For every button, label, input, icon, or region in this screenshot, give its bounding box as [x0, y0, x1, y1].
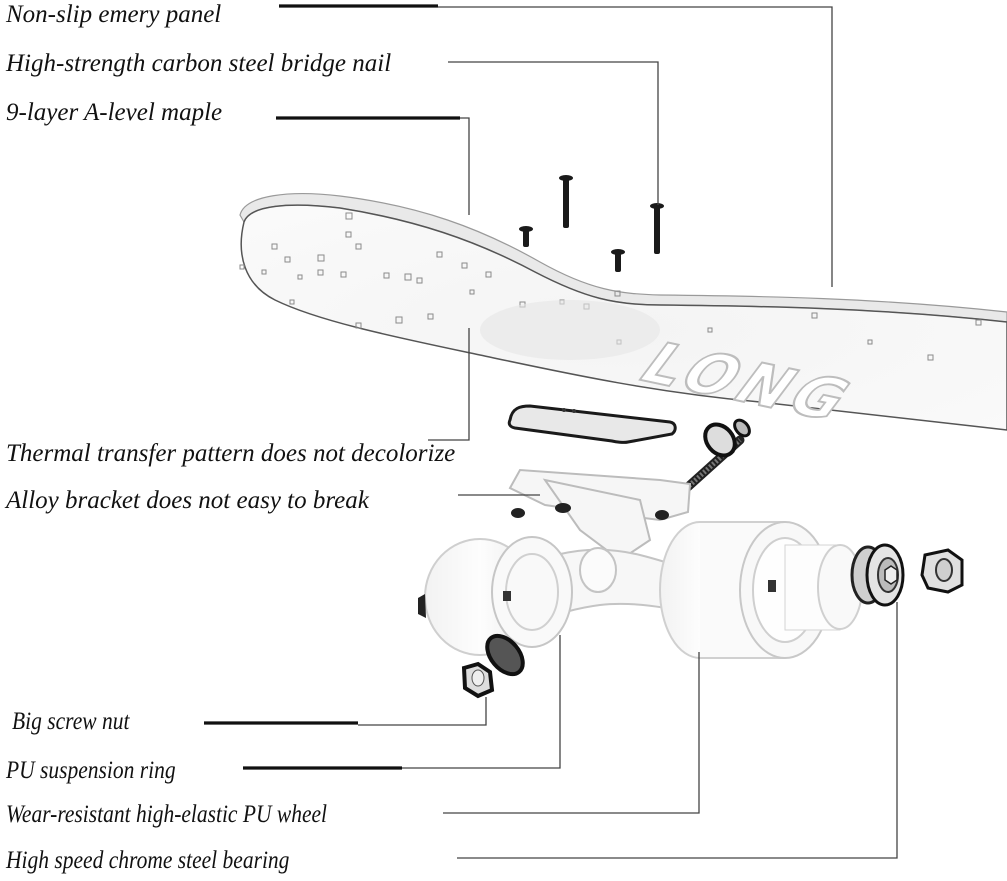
kingpin-bolt	[675, 418, 751, 499]
pu-suspension-ring	[485, 633, 525, 677]
big-screw-nut	[461, 661, 495, 699]
right-wheel	[659, 521, 863, 659]
leader-bearing	[457, 602, 898, 859]
deck-shading	[480, 300, 660, 360]
axle-nut	[920, 548, 964, 594]
left-wheel	[418, 536, 573, 656]
leader-maple	[276, 116, 470, 215]
leader-thermal	[428, 328, 470, 441]
leader-ring	[243, 635, 561, 770]
skateboard-deck: LONG	[239, 193, 1007, 435]
leader-wheel	[443, 652, 700, 814]
bridge-nails	[519, 175, 664, 272]
chrome-bearing	[850, 543, 905, 607]
nail-1	[559, 175, 573, 228]
callout-bridge-nail: High-strength carbon steel bridge nail	[6, 50, 392, 77]
callout-emery-panel: Non-slip emery panel	[6, 1, 222, 28]
leader-lines	[204, 4, 898, 859]
callout-thermal-transfer: Thermal transfer pattern does not decolo…	[6, 440, 456, 467]
riser-pad	[507, 404, 677, 444]
callout-pu-ring: PU suspension ring	[6, 757, 176, 784]
truck-baseplate	[508, 468, 692, 562]
callout-bearing: High speed chrome steel bearing	[6, 847, 290, 874]
callout-maple: 9-layer A-level maple	[6, 99, 223, 126]
nail-3	[519, 226, 533, 247]
leader-nut	[204, 697, 487, 726]
leader-nail	[448, 61, 659, 205]
leader-emery	[279, 4, 833, 287]
callout-alloy-bracket: Alloy bracket does not easy to break	[6, 487, 369, 514]
callout-screw-nut: Big screw nut	[12, 708, 130, 735]
baseplate-nuts	[511, 503, 669, 520]
nail-4	[611, 249, 625, 272]
callout-pu-wheel: Wear-resistant high-elastic PU wheel	[6, 801, 328, 828]
nail-2	[650, 203, 664, 254]
